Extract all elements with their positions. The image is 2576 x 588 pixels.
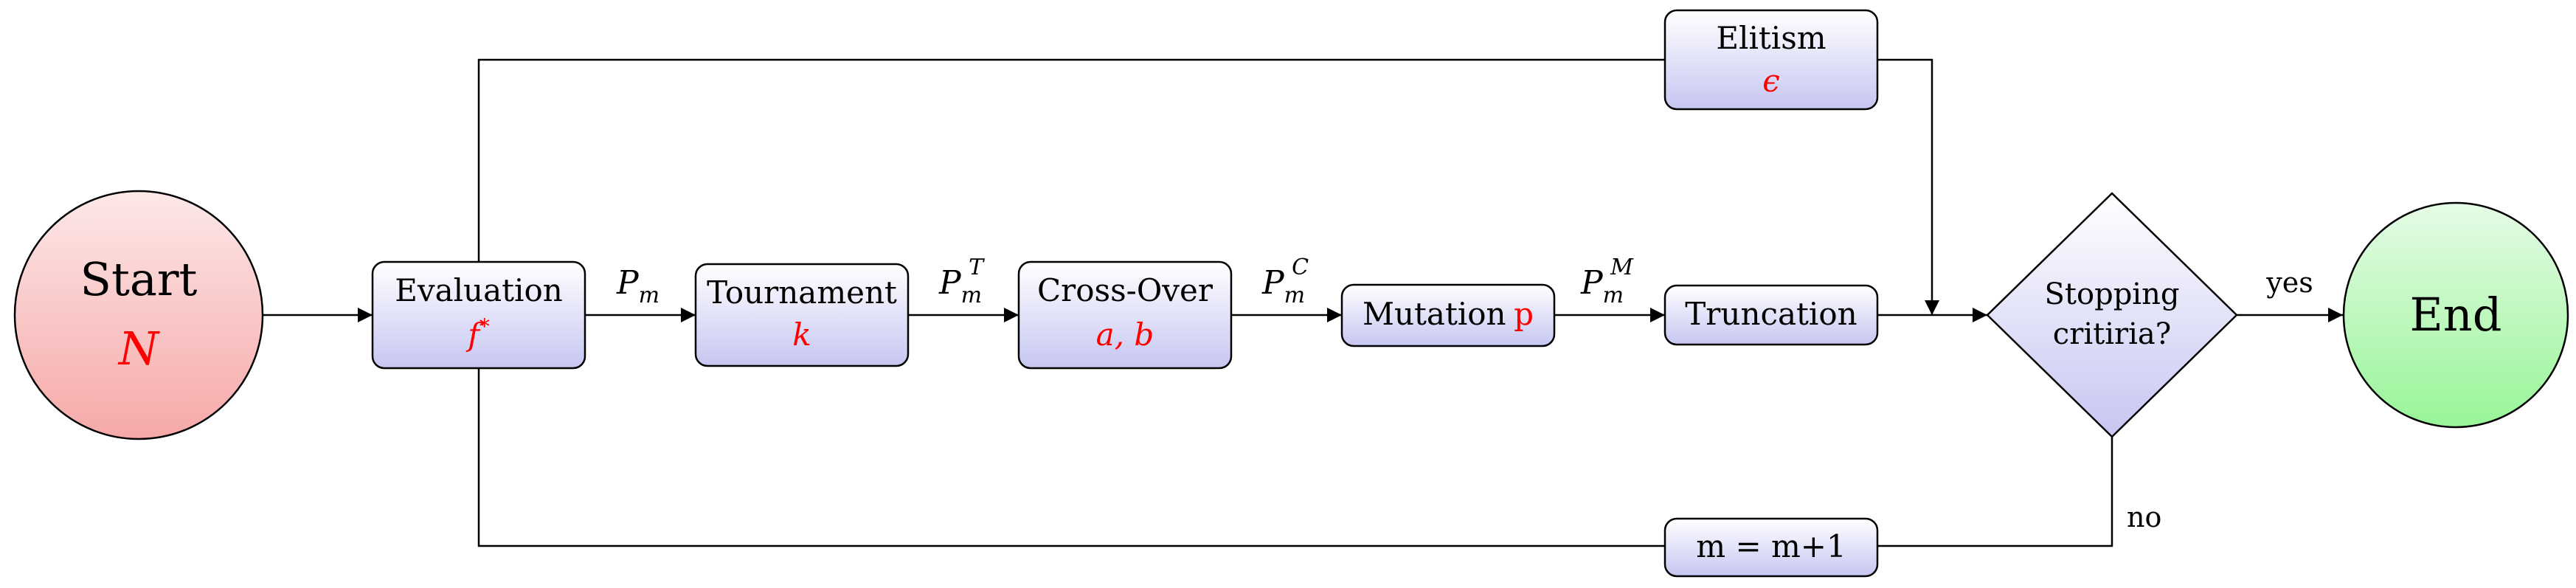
- edge-evaluation-elitism: [477, 58, 1665, 262]
- edge-label-pm: Pm: [616, 264, 659, 308]
- start-label: Start: [80, 252, 198, 306]
- mutation-node: Mutation p: [1340, 283, 1556, 347]
- elitism-param: ϵ: [1762, 63, 1780, 99]
- crossover-node: Cross-Over a, b: [1017, 260, 1233, 370]
- stopping-criteria-node: Stopping critiria?: [1986, 192, 2238, 438]
- mutation-label: Mutation: [1363, 296, 1506, 332]
- truncation-node: Truncation: [1663, 284, 1879, 346]
- tournament-node: Tournament k: [694, 263, 910, 367]
- crossover-param: a, b: [1096, 317, 1154, 353]
- truncation-label: Truncation: [1685, 296, 1857, 332]
- increment-node: m = m+1: [1663, 517, 1879, 578]
- tournament-param: k: [792, 317, 811, 353]
- evaluation-label: Evaluation: [395, 272, 563, 308]
- crossover-label: Cross-Over: [1037, 272, 1213, 308]
- edge-label-pmt: PmT: [938, 255, 985, 308]
- start-param: N: [117, 322, 161, 376]
- tournament-label: Tournament: [707, 274, 897, 311]
- edge-labels: Pm PmT PmC PmM yes no: [616, 255, 2313, 533]
- edge-elitism-merge: [1877, 58, 1939, 315]
- edge-label-no: no: [2127, 501, 2161, 533]
- increment-label: m = m+1: [1696, 528, 1846, 564]
- edge-label-pmc: PmC: [1261, 255, 1309, 308]
- evaluation-node: Evaluation f*: [371, 260, 586, 370]
- edge-increment-evaluation: [477, 368, 1665, 547]
- start-node: Start N: [13, 190, 264, 440]
- stopping-label-line2: critiria?: [2053, 317, 2171, 351]
- stopping-label-line1: Stopping: [2045, 277, 2180, 311]
- edge-stopping-increment: [1877, 437, 2113, 547]
- edge-label-pmm: PmM: [1580, 255, 1634, 308]
- edge-label-yes: yes: [2265, 266, 2313, 299]
- end-node: End: [2342, 201, 2569, 429]
- elitism-label: Elitism: [1716, 20, 1826, 56]
- mutation-text: Mutation p: [1363, 296, 1534, 332]
- end-label: End: [2410, 288, 2502, 342]
- connectors: [263, 58, 2343, 547]
- elitism-node: Elitism ϵ: [1663, 9, 1879, 111]
- mutation-param: p: [1514, 296, 1534, 332]
